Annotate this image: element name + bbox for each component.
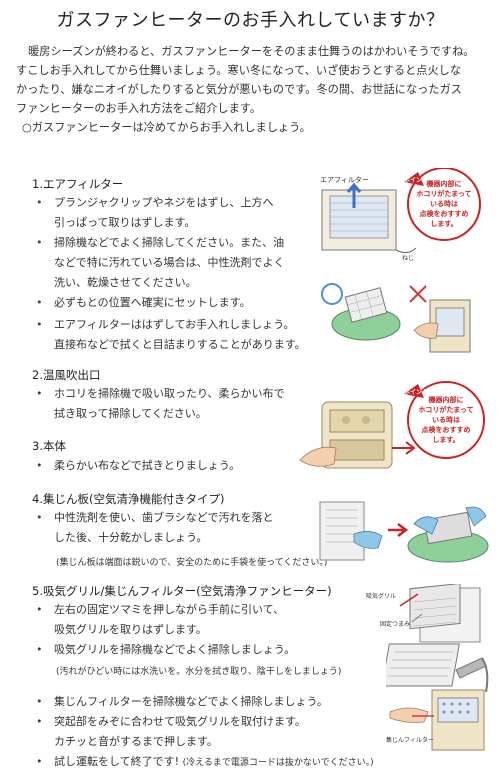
svg-text:機器内部に: 機器内部に bbox=[429, 395, 464, 404]
intro-paragraph: 暖房シーズンが終わると、ガスファンヒーターをそのまま仕舞うのはかわいそうですね。… bbox=[16, 42, 494, 137]
page-title: ガスファンヒーターのお手入れしていますか？ bbox=[56, 10, 445, 31]
section-title-air-filter: 1.エアフィルター bbox=[32, 177, 124, 191]
bullet-dot: • bbox=[36, 387, 43, 400]
svg-text:いる時は: いる時は bbox=[432, 415, 460, 424]
list-item: •柔らかい布などで拭きとりましょう。 bbox=[36, 456, 240, 476]
svg-text:点検をおすすめ: 点検をおすすめ bbox=[422, 425, 471, 434]
dust-plate-illustration bbox=[316, 494, 492, 566]
list-item: •吸気グリルを掃除機などでよく掃除しましょう。 bbox=[36, 640, 295, 660]
svg-text:点検をおすすめ: 点検をおすすめ bbox=[420, 209, 469, 218]
list-item: •集じんフィルターを掃除機などでよく掃除しましょう。 bbox=[36, 692, 328, 712]
dust-filter-illustration: 集じんフィルター bbox=[382, 688, 490, 756]
ok-circle-icon bbox=[321, 283, 343, 305]
bullet-dot: • bbox=[36, 296, 43, 309]
bullet-dot: • bbox=[36, 643, 43, 656]
bullet-dot: • bbox=[36, 318, 43, 331]
list-item: •左右の固定ツマミを押しながら手前に引いて、 吸気グリルを取りはずします。 bbox=[36, 600, 284, 640]
bullet-dot: • bbox=[36, 695, 43, 708]
dust-filter-label: 集じんフィルター bbox=[386, 736, 434, 744]
point-badge: ポイント bbox=[404, 176, 428, 184]
list-item: •突起部をみぞに合わせて吸気グリルを取付けます。 カチッと音がするまで押します。 bbox=[36, 712, 306, 752]
list-item: •必ずもとの位置へ確実にセットします。 bbox=[36, 293, 251, 313]
intro-line: 暖房シーズンが終わると、ガスファンヒーターをそのまま仕舞うのはかわいそうですね。 bbox=[28, 45, 475, 58]
safety-note: (集じん板は端面は鋭いので、安全のために手袋を使ってください。) bbox=[56, 558, 328, 568]
svg-text:します。: します。 bbox=[430, 219, 457, 228]
svg-text:ホコリがたまって: ホコリがたまって bbox=[418, 405, 473, 414]
bullet-dot: • bbox=[36, 511, 43, 524]
intake-grill-illustration: 吸気グリル 固定つまみ bbox=[360, 584, 490, 644]
intro-line: かったり、嫌なニオイがしたりすると気分が悪いものです。冬の間、お世話になったガス bbox=[16, 83, 462, 96]
knob-label: 固定つまみ bbox=[380, 620, 410, 628]
section-title-body: 3.本体 bbox=[32, 439, 66, 453]
washing-note: (汚れがひどい時には水洗いを。水分を拭き取り、陰干しをしましょう) bbox=[56, 667, 342, 677]
bullet-dot: • bbox=[36, 715, 43, 728]
bullet-dot: • bbox=[36, 236, 43, 249]
section-title-intake-grill: 5.吸気グリル/集じんフィルター(空気清浄ファンヒーター) bbox=[32, 584, 332, 598]
svg-text:いる時は: いる時は bbox=[430, 199, 458, 208]
list-item: •試し運転をして終了です! (冷えるまで電源コードは抜かないでください。) bbox=[36, 752, 374, 773]
svg-text:ホコリがたまって: ホコリがたまって bbox=[416, 189, 471, 198]
bullet-dot: • bbox=[36, 196, 43, 209]
section-title-dust-plate: 4.集じん板(空気清浄機能付きタイプ) bbox=[32, 492, 225, 506]
svg-text:します。: します。 bbox=[432, 435, 459, 444]
svg-text:機器内部に: 機器内部に bbox=[427, 179, 462, 188]
warm-air-outlet-illustration: ポイント 機器内部に ホコリがたまって いる時は 点検をおすすめ します。 bbox=[296, 378, 492, 478]
intro-note: ○ガスファンヒーターは冷めてからお手入れしましょう。 bbox=[22, 121, 311, 134]
ng-cross-icon bbox=[409, 285, 427, 303]
list-item: •エアフィルターははずしてお手入れしましょう。 直接布などで拭くと目詰まりするこ… bbox=[36, 315, 306, 355]
bullet-dot: • bbox=[36, 459, 43, 472]
final-note: (冷えるまで電源コードは抜かないでください。) bbox=[182, 758, 374, 768]
list-item: •中性洗剤を使い、歯ブラシなどで汚れを落と した後、十分乾かしましょう。 bbox=[36, 508, 274, 548]
list-item: •プランジャクリップやネジをはずし、上方へ 引っぱって取りはずします。 bbox=[36, 193, 273, 233]
air-filter-illustration: エアフィルター ねじ ポイント 機器内部に ホコリがたまって いる時は 点検をお… bbox=[312, 168, 490, 264]
bullet-dot: • bbox=[36, 603, 43, 616]
point-badge: ポイント bbox=[404, 388, 428, 396]
list-item: •掃除機などでよく掃除してください。また、油 などで特に汚れている場合は、中性洗… bbox=[36, 233, 284, 293]
list-item: •ホコリを掃除機で吸い取ったり、柔らかい布で 拭き取って掃除してください。 bbox=[36, 384, 285, 424]
section-title-warm-air-outlet: 2.温風吹出口 bbox=[32, 368, 101, 382]
bullet-dot: • bbox=[36, 755, 43, 768]
grill-label: 吸気グリル bbox=[366, 592, 396, 600]
filter-label: エアフィルター bbox=[320, 175, 369, 184]
screw-label: ねじ bbox=[402, 255, 414, 262]
intro-line: すこしお手入れしてから仕舞いましょう。寒い冬になって、いざ使おうとすると点火しな bbox=[16, 64, 462, 77]
intro-line: ファンヒーターのお手入れ方法をご紹介します。 bbox=[16, 102, 262, 115]
grill-vacuum-illustration bbox=[386, 640, 492, 696]
filter-washing-illustration bbox=[318, 280, 478, 362]
